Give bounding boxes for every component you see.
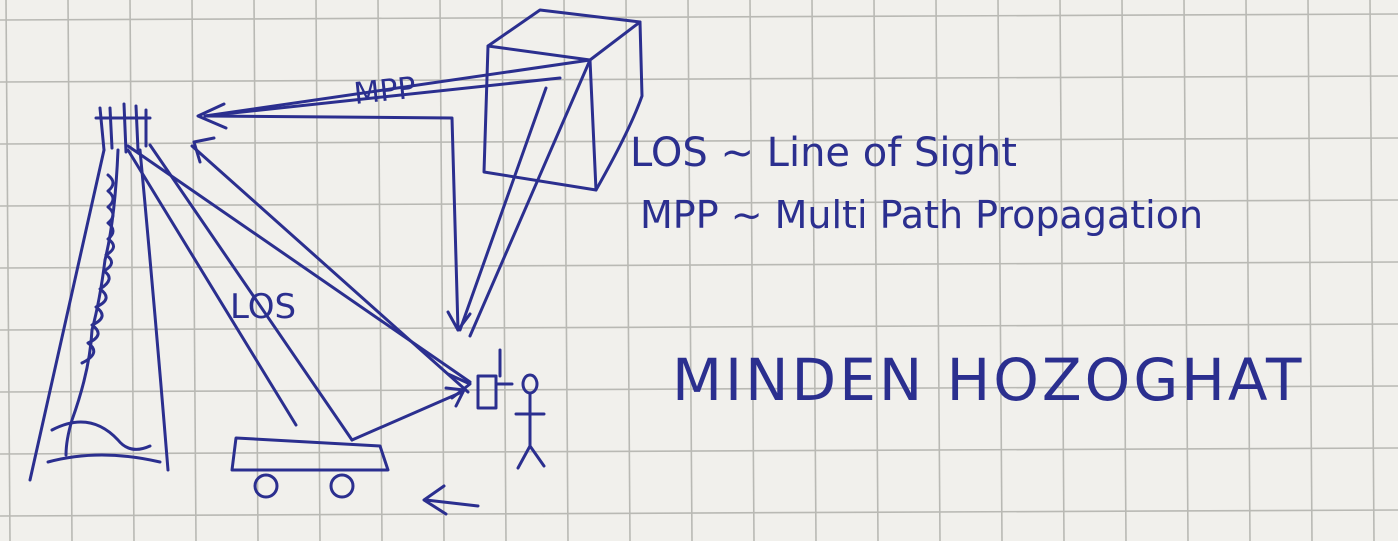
movement-arrow-icon [424,486,478,514]
car-icon [232,388,464,497]
mpp-arrow-label: MPP [352,71,417,112]
building-cube-icon [484,10,642,190]
legend-mpp: MPP ~ Multi Path Propagation [640,193,1203,237]
receiver-device-icon [478,350,512,408]
person-icon [516,375,544,468]
los-arrows [128,138,470,440]
los-arrow-label: LOS [230,287,296,327]
page-title: MINDEN HOZOGHAT [672,346,1304,414]
legend-los: LOS ~ Line of Sight [630,130,1017,176]
